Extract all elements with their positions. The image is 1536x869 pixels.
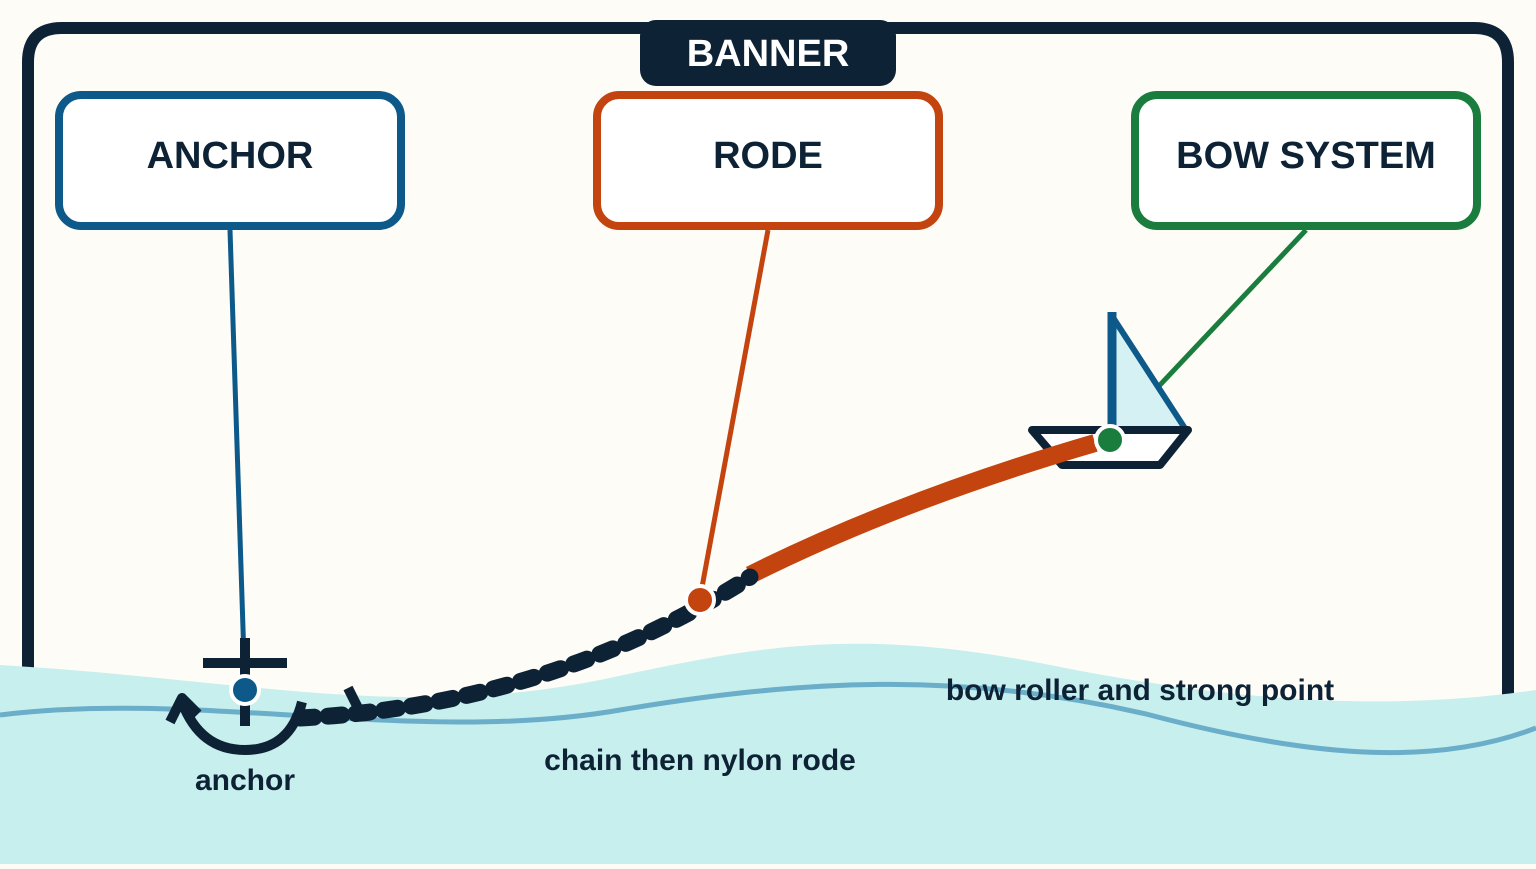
- anchor-fluke-right: [343, 685, 365, 715]
- anchor-fluke-left: [165, 693, 202, 725]
- wave-line: [0, 681, 1536, 756]
- callout-anchor-label: ANCHOR: [147, 135, 314, 177]
- banner-text: BANNER: [687, 33, 850, 75]
- callout-anchor-box: [55, 91, 405, 230]
- callout-anchor: ANCHOR: [55, 91, 405, 230]
- callout-bow-label: BOW SYSTEM: [1176, 135, 1436, 177]
- leader-rode: [697, 229, 771, 599]
- marker-rode: [684, 584, 716, 616]
- anchor-arms: [177, 700, 307, 756]
- anchor-icon: [165, 638, 365, 756]
- banner-box: [640, 20, 896, 86]
- callout-bow: BOW SYSTEM: [1131, 91, 1481, 230]
- callout-bow-box: [1131, 91, 1481, 230]
- label-rode: chain then nylon rode: [544, 744, 856, 777]
- marker-bow: [1094, 424, 1126, 456]
- label-anchor: anchor: [195, 764, 295, 797]
- leader-anchor: [227, 229, 248, 691]
- callout-rode-label: RODE: [713, 135, 823, 177]
- label-bow: bow roller and strong point: [946, 674, 1334, 707]
- nylon-rode: [745, 434, 1098, 584]
- callout-rode-box: [593, 91, 943, 230]
- sail: [1109, 313, 1189, 433]
- marker-anchor: [229, 674, 261, 706]
- callout-rode: RODE: [593, 91, 943, 230]
- banner: BANNER: [640, 20, 896, 86]
- water: [0, 643, 1536, 864]
